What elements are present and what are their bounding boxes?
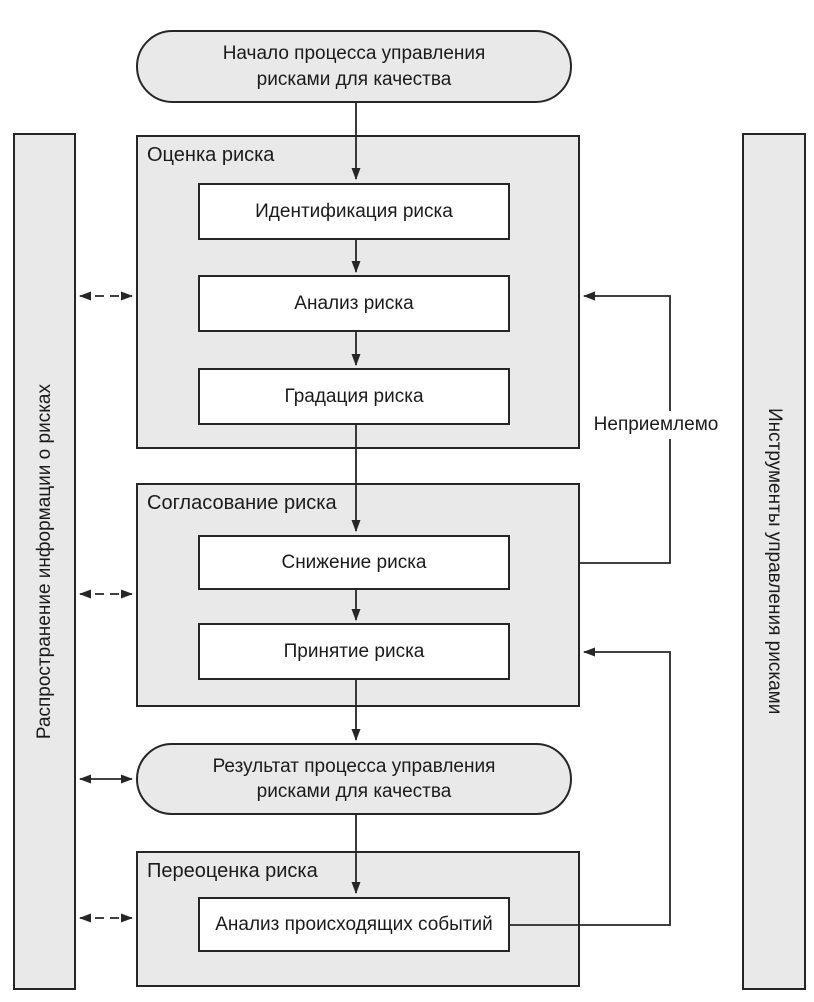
sidebar-risk-tools-label: Инструменты управления рисками bbox=[764, 408, 785, 715]
node-output-line1: Результат процесса управления bbox=[212, 755, 496, 777]
node-risk-acceptance: Принятие риска bbox=[198, 623, 510, 680]
node-risk-evaluation: Градация риска bbox=[198, 368, 510, 425]
node-output: Результат процесса управления рисками дл… bbox=[136, 743, 572, 815]
sidebar-risk-tools: Инструменты управления рисками bbox=[742, 133, 806, 990]
sidebar-risk-communication: Распространение информации о рисках bbox=[13, 133, 76, 990]
node-risk-reduction: Снижение риска bbox=[198, 535, 510, 590]
group-risk-assessment-title: Оценка риска bbox=[147, 144, 275, 166]
node-event-review: Анализ происходящих событий bbox=[198, 897, 510, 952]
group-risk-control-title: Согласование риска bbox=[147, 492, 337, 514]
unacceptable-label: Неприемлемо bbox=[585, 411, 727, 439]
node-risk-analysis: Анализ риска bbox=[198, 275, 510, 332]
node-start-line1: Начало процесса управления bbox=[222, 43, 486, 65]
node-output-line2: рисками для качества bbox=[256, 781, 452, 802]
sidebar-risk-communication-label: Распространение информации о рисках bbox=[33, 383, 55, 740]
node-start: Начало процесса управления рисками для к… bbox=[136, 30, 572, 103]
node-risk-identification: Идентификация риска bbox=[198, 183, 510, 240]
group-risk-review-title: Переоценка риска bbox=[147, 860, 318, 882]
node-start-line2: рисками для качества bbox=[256, 68, 452, 90]
